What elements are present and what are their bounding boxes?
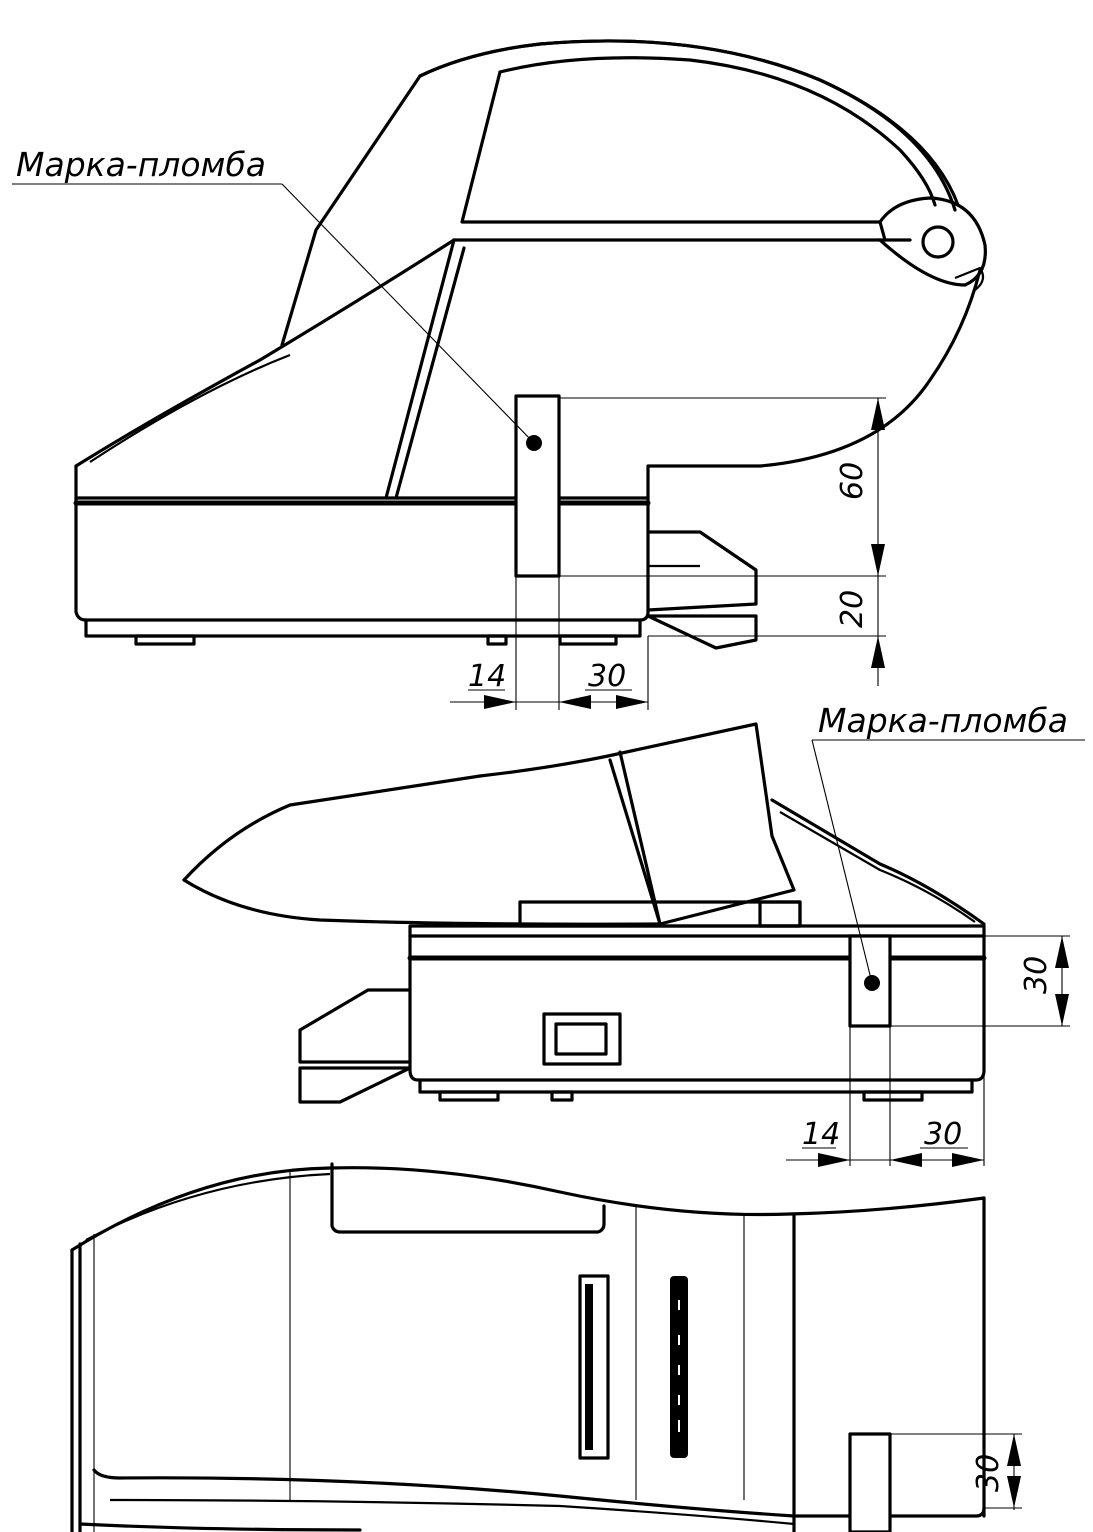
side-view: Марка-пломба 60 20 14 30: [12, 39, 987, 710]
top-view-dimensions: 30: [890, 1433, 1022, 1510]
side-view-seal: [514, 394, 561, 578]
rear-view-dimensions: 30 14 30: [786, 926, 1070, 1167]
rear-view-seal: [848, 934, 892, 1028]
rear-view-body: [407, 900, 987, 1102]
dim-rear-14: 14: [802, 1117, 840, 1152]
dim-rear-30: 30: [1019, 956, 1054, 994]
dim-20: 20: [835, 590, 870, 628]
side-view-dimensions: 60 20 14 30: [450, 397, 886, 710]
top-view-control-strip: [670, 1276, 688, 1458]
dim-30: 30: [588, 659, 626, 694]
dim-14: 14: [468, 659, 506, 694]
rear-view-callout: Марка-пломба: [811, 701, 1085, 984]
rear-view: Марка-пломба 30 14 30: [182, 701, 1085, 1167]
top-view: 30: [70, 1162, 1022, 1532]
rear-view-cover: [182, 722, 986, 926]
dim-top-30: 30: [971, 1454, 1006, 1492]
top-view-outline: [70, 1162, 986, 1532]
top-view-seal: [848, 1432, 892, 1532]
rear-view-callout-label: Марка-пломба: [818, 701, 1068, 740]
side-view-callout: Марка-пломба: [12, 145, 535, 444]
dim-60: 60: [835, 462, 870, 500]
top-view-paper-slot: [578, 1274, 610, 1460]
side-view-tray: [646, 530, 758, 650]
dim-rear-30b: 30: [924, 1117, 962, 1152]
side-view-cover: [74, 39, 987, 500]
side-view-callout-label: Марка-пломба: [16, 145, 266, 184]
rear-view-tray: [298, 988, 412, 1104]
